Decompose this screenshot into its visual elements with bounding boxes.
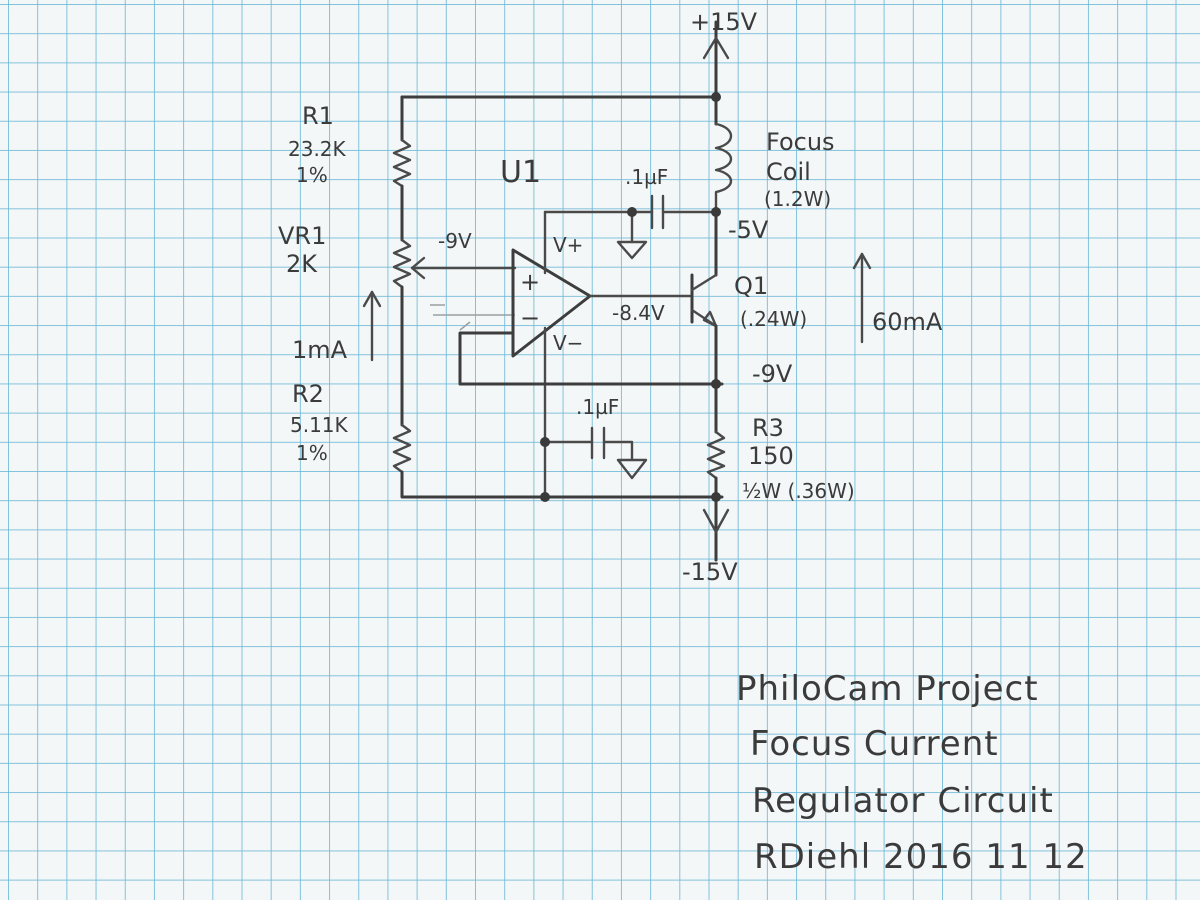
opamp-plus: + — [520, 268, 540, 296]
divider-wiring — [392, 95, 724, 499]
right-column — [690, 20, 733, 562]
vr1-potentiometer — [392, 238, 412, 289]
r2-resistor — [392, 423, 412, 474]
vr1-name: VR1 — [278, 222, 326, 250]
divider-current-label: 1mA — [292, 336, 348, 364]
q1-power: (.24W) — [740, 307, 807, 331]
emitter-voltage: -9V — [752, 360, 793, 388]
r3-resistor — [706, 430, 726, 480]
r2-tolerance: 1% — [296, 441, 328, 465]
vr1-value: 2K — [286, 250, 318, 278]
coil-name: Focus — [766, 128, 835, 156]
cap-top-value: .1µF — [625, 165, 668, 189]
r3-value: 150 — [748, 442, 794, 470]
supply-positive-label: +15V — [690, 8, 758, 36]
r2-name: R2 — [292, 380, 324, 408]
wiper-voltage: -9V — [438, 229, 472, 253]
r3-rating: ½W (.36W) — [742, 479, 855, 503]
r2-value: 5.11K — [290, 413, 349, 437]
coil-power: (1.2W) — [764, 187, 831, 211]
opamp-vplus: V+ — [553, 233, 583, 257]
title-line-1: PhiloCam Project — [736, 669, 1039, 709]
opamp-vminus: V− — [553, 331, 583, 355]
load-current-label: 60mA — [872, 308, 943, 336]
capacitor-bottom — [543, 426, 648, 480]
junction-nodes — [540, 92, 721, 502]
divider-current-arrow — [362, 290, 382, 362]
title-line-4: RDiehl 2016 11 12 — [754, 837, 1088, 877]
coil-node-voltage: -5V — [728, 216, 769, 244]
r1-resistor — [392, 138, 412, 188]
opamp-name: U1 — [500, 155, 541, 190]
coil-name-2: Coil — [766, 158, 811, 186]
supply-negative-label: -15V — [682, 558, 738, 586]
cap-bottom-value: .1µF — [576, 395, 619, 419]
erased-marks — [430, 304, 515, 331]
opamp-out-voltage: -8.4V — [612, 301, 665, 325]
title-line-2: Focus Current — [750, 724, 999, 764]
r1-name: R1 — [302, 102, 334, 130]
r1-tolerance: 1% — [296, 163, 328, 187]
r3-name: R3 — [752, 414, 784, 442]
r1-value: 23.2K — [288, 137, 347, 161]
q1-name: Q1 — [734, 272, 768, 300]
title-line-3: Regulator Circuit — [752, 781, 1054, 821]
opamp-minus: − — [520, 304, 540, 332]
focus-coil — [714, 122, 733, 214]
opamp-u1 — [458, 210, 724, 499]
load-current-arrow — [852, 252, 872, 344]
